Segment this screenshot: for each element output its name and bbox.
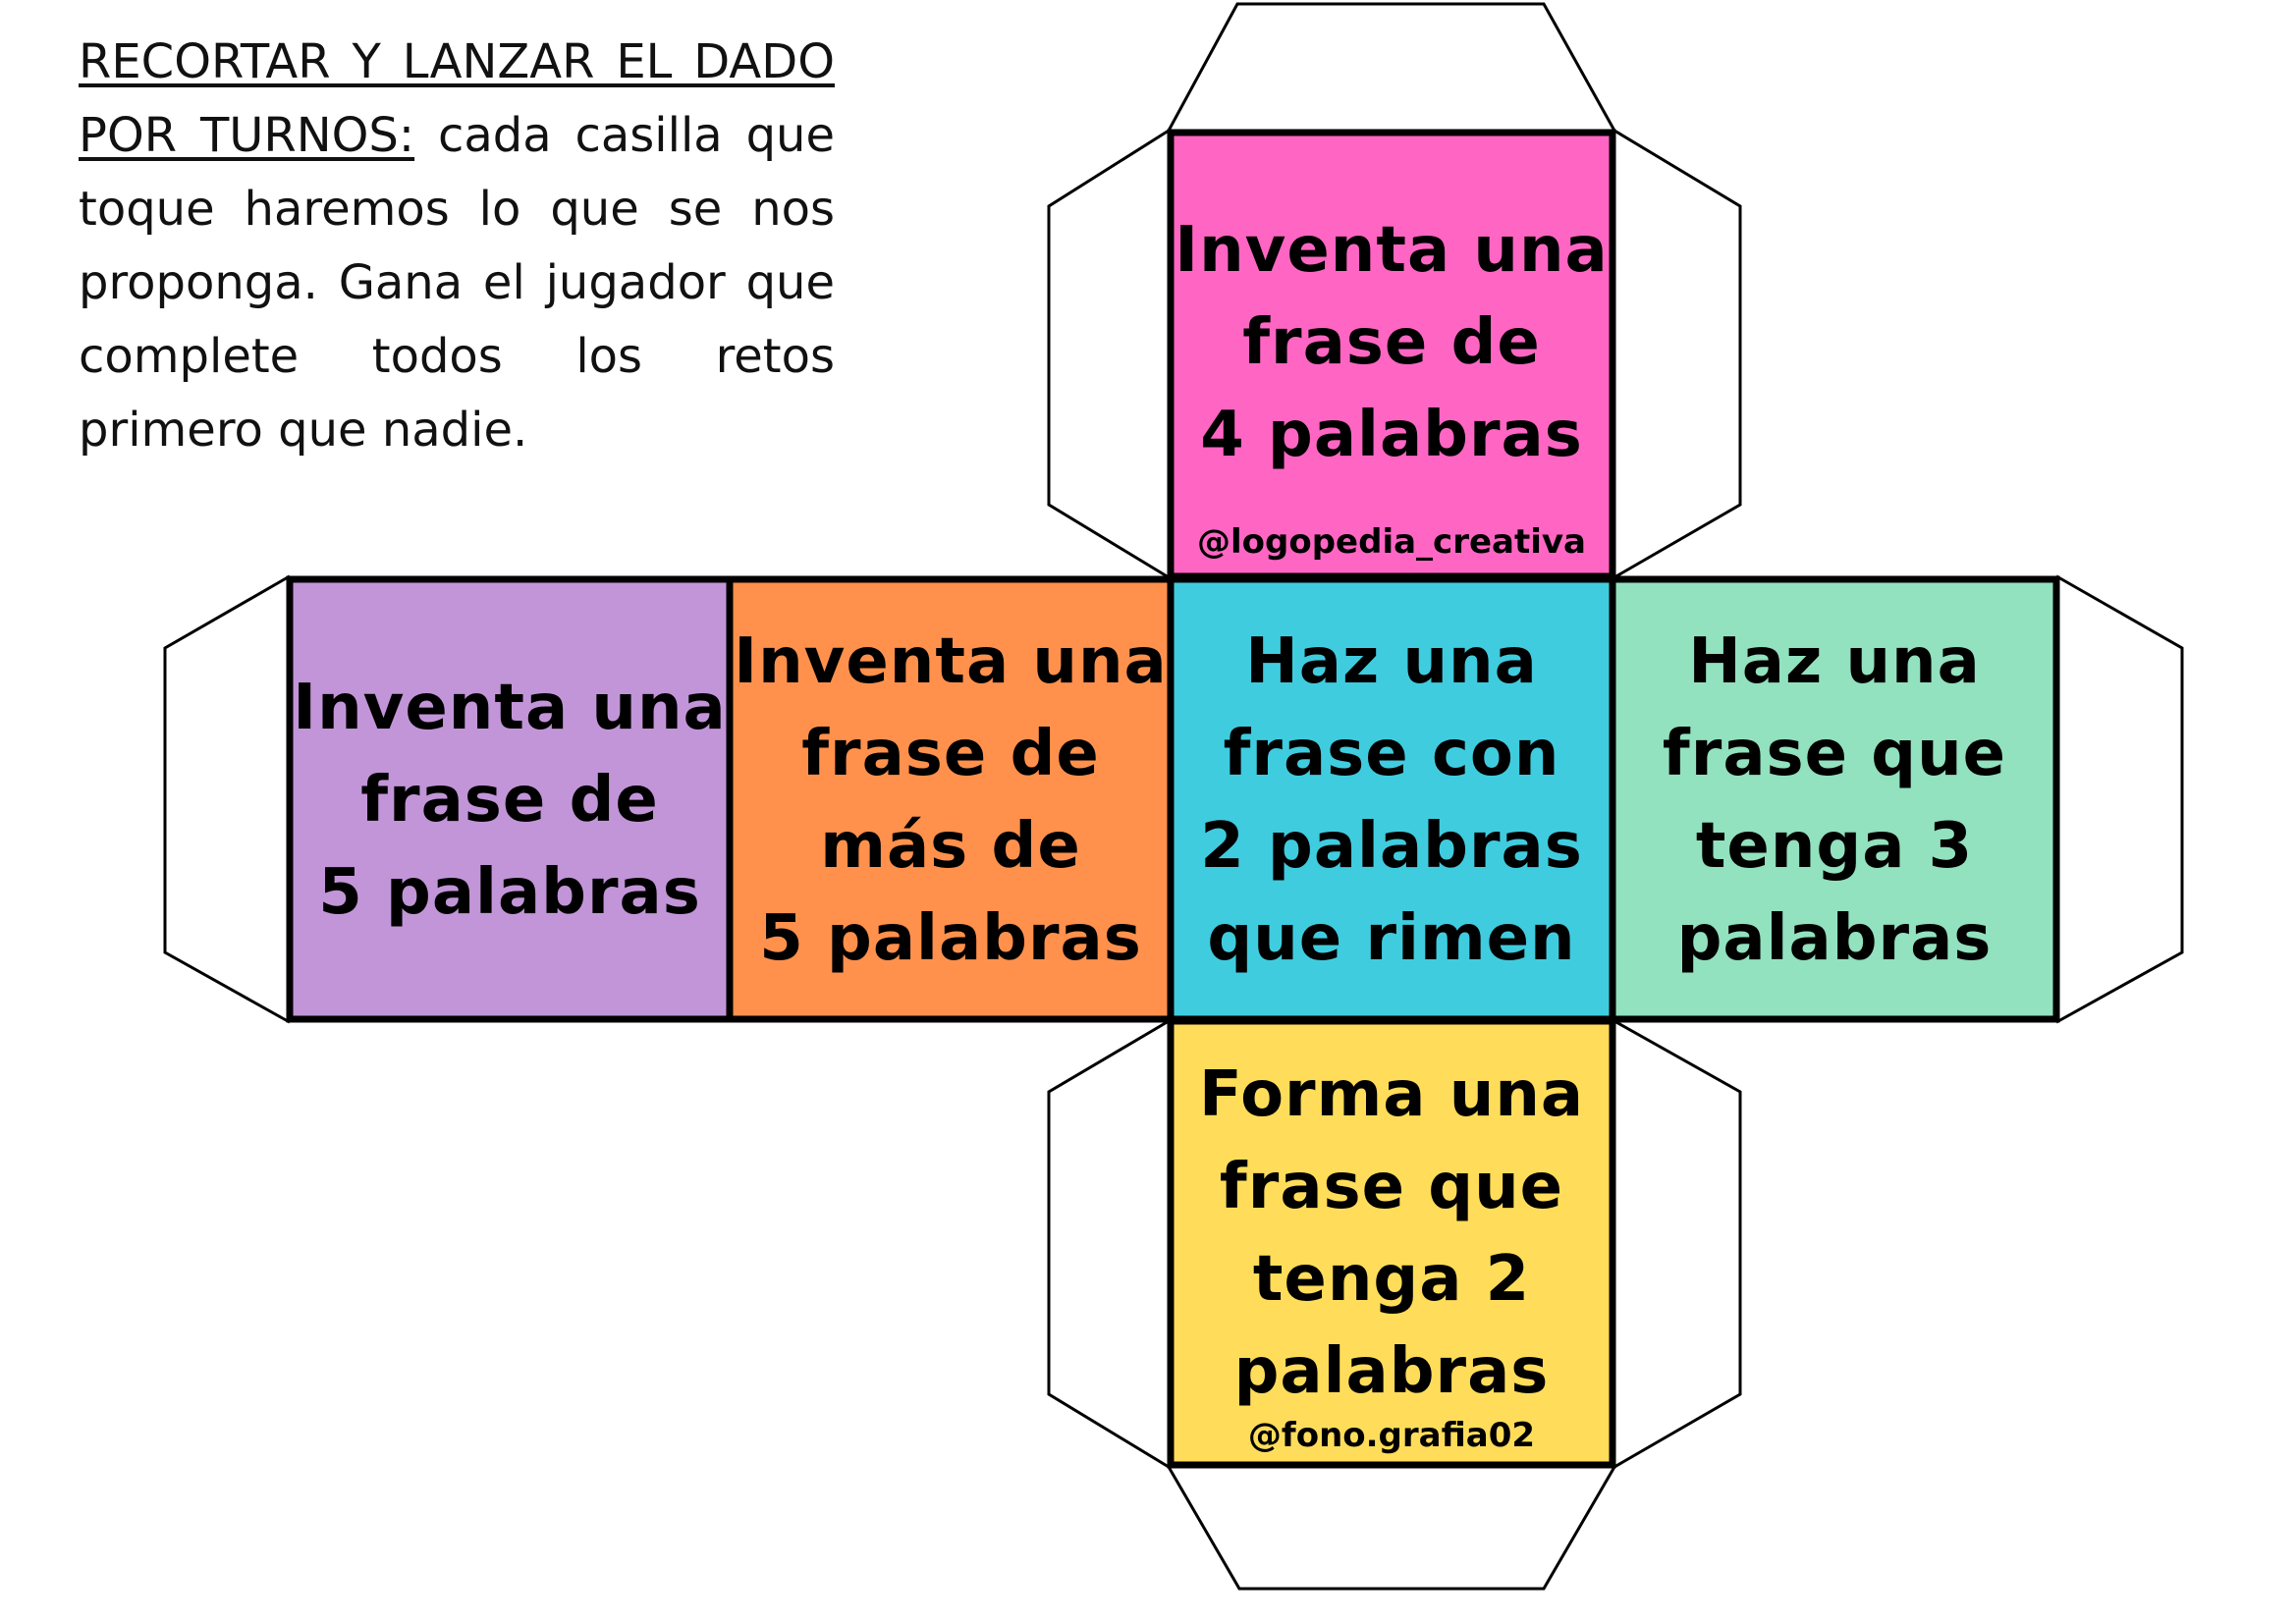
flap-bottom-left (1047, 1018, 1171, 1470)
flap-bottom-bottom (1166, 1465, 1617, 1591)
face-top-text: Inventa una frase de 4 palabras (1175, 214, 1609, 471)
face-left-bg (286, 575, 734, 1023)
face-right-text: Haz una frase que tenga 3 palabras (1662, 625, 2007, 975)
face-bottom-bg (1167, 1017, 1616, 1469)
instructions-heading: RECORTAR Y LANZAR EL DADO POR TURNOS: (79, 34, 835, 163)
face-bottom-text: Forma una frase que tenga 2 palabras (1198, 1058, 1585, 1408)
face-top-bg (1167, 129, 1616, 580)
face-right-bg (1609, 575, 2060, 1023)
face-left: Inventa una frase de 5 palabras (291, 581, 729, 1019)
face-center-left-text: Inventa una frase de más de 5 palabras (734, 625, 1168, 975)
face-bottom: Forma una frase que tenga 2 palabras @fo… (1173, 1023, 1611, 1461)
face-right: Haz una frase que tenga 3 palabras (1615, 581, 2053, 1019)
flap-bottom-right (1613, 1018, 1742, 1470)
instructions-body: cada casilla que toque haremos lo que se… (79, 108, 835, 458)
flap-far-left (163, 574, 290, 1024)
face-center-left: Inventa una frase de más de 5 palabras (732, 581, 1170, 1019)
flap-top-right (1613, 128, 1742, 580)
face-left-text: Inventa una frase de 5 palabras (293, 672, 727, 929)
face-bottom-handle: @fono.grafia02 (1247, 1416, 1536, 1455)
face-top-handle: @logopedia_creativa (1197, 522, 1586, 562)
flap-top-left (1047, 128, 1171, 580)
face-top: Inventa una frase de 4 palabras @logoped… (1173, 135, 1611, 568)
face-center: Haz una frase con 2 palabras que rimen (1173, 581, 1611, 1019)
instructions-text: RECORTAR Y LANZAR EL DADO POR TURNOS: ca… (79, 26, 835, 467)
flap-top-top (1166, 2, 1617, 133)
flap-far-right (2056, 574, 2184, 1024)
face-center-text: Haz una frase con 2 palabras que rimen (1200, 625, 1583, 975)
